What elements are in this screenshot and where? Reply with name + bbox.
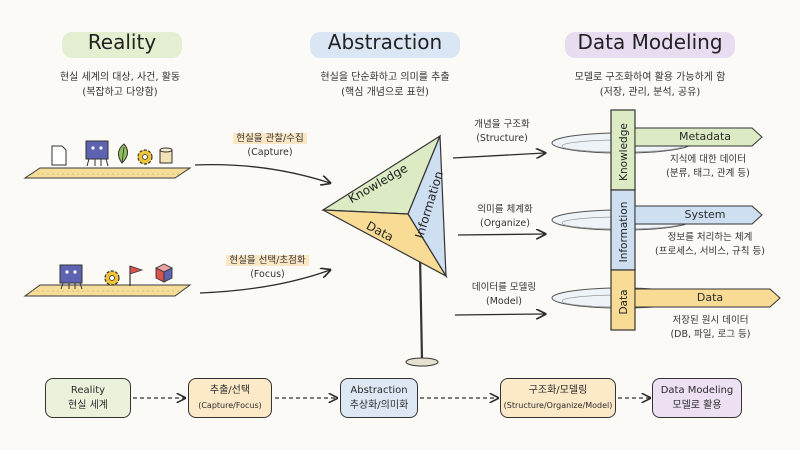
leaf-icon (118, 143, 128, 164)
abstraction-desc-line1: 현실을 단순화하고 의미를 추출 (320, 72, 450, 83)
flow-box-reality-title: Reality (70, 385, 106, 396)
data-desc: 저장된 원시 데이터 (DB, 파일, 로그 등) (648, 314, 773, 342)
capture-label: 현실을 관찰/수집 (Capture) (215, 132, 325, 160)
system-banner (634, 205, 763, 225)
focus-arrow (199, 270, 330, 294)
flow-box-modeling: Data Modeling 모델로 활용 (652, 378, 742, 418)
model-arrow (454, 314, 545, 315)
creature-icon-lower (59, 264, 83, 290)
reality-shelf-lower (23, 284, 192, 297)
flow-box-capture-sub: (Capture/Focus) (198, 401, 262, 410)
modeling-title-text: Data Modeling (577, 30, 723, 54)
abstraction-desc: 현실을 단순화하고 의미를 추출 (핵심 개념으로 표현) (275, 70, 495, 100)
cube-icon (154, 263, 174, 283)
creature-icon (85, 140, 109, 167)
abstraction-title-text: Abstraction (327, 30, 443, 54)
flow-box-abstraction: Abstraction 추상화/의미화 (340, 378, 418, 418)
metadata-desc: 지식에 대한 데이터 (분류, 태그, 관계 등) (648, 153, 768, 181)
abstraction-triangle (321, 134, 448, 367)
structure-label: 개념을 구조화 (Structure) (462, 118, 542, 146)
abstraction-desc-line2: (핵심 개념으로 표현) (341, 87, 429, 98)
system-desc-line1: 정보를 처리하는 체계 (667, 232, 753, 243)
flow-box-capture: 추출/선택 (Capture/Focus) (188, 378, 272, 418)
reality-desc: 현실 세계의 대상, 사건, 활동 (복잡하고 다양함) (20, 70, 220, 100)
reality-title: Reality (62, 30, 182, 58)
flow-box-modeling-sub: 모델로 활용 (672, 400, 722, 411)
data-title: Data (696, 291, 724, 304)
data-banner (634, 288, 781, 308)
modeling-desc-line1: 모델로 구조화하여 활용 가능하게 함 (574, 72, 726, 83)
flow-box-abstraction-title: Abstraction (350, 385, 408, 396)
model-label: 데이터를 모델링 (Model) (462, 281, 546, 309)
reality-desc-line2: (복잡하고 다양함) (82, 87, 158, 98)
organize-label-ko: 의미를 체계화 (477, 204, 533, 215)
capture-arrow (194, 164, 330, 183)
pillar-knowledge-label: Knowledge (618, 123, 630, 181)
pillar-data-label: Data (618, 289, 630, 314)
structure-label-en: (Structure) (476, 133, 528, 144)
flow-box-structure-title: 구조화/모델링 (528, 385, 588, 396)
organize-arrow (457, 234, 545, 235)
metadata-title: Metadata (678, 130, 732, 143)
flow-box-structure-sub: (Structure/Organize/Model) (503, 401, 613, 410)
modeling-pillar (610, 109, 636, 331)
document-icon (51, 145, 67, 166)
flow-box-abstraction-sub: 추상화/의미화 (349, 400, 409, 411)
modeling-title: Data Modeling (565, 30, 735, 58)
flow-box-capture-title: 추출/선택 (209, 385, 251, 396)
flow-box-reality: Reality 현실 세계 (45, 378, 131, 418)
organize-label: 의미를 체계화 (Organize) (465, 203, 545, 231)
organize-label-en: (Organize) (480, 218, 530, 229)
metadata-desc-line1: 지식에 대한 데이터 (670, 154, 746, 165)
focus-label: 현실을 선택/초점화 (Focus) (210, 254, 325, 282)
system-desc-line2: (프로세스, 서비스, 규칙 등) (655, 246, 765, 257)
reality-title-text: Reality (87, 30, 157, 54)
data-desc-line2: (DB, 파일, 로그 등) (670, 329, 751, 340)
data-desc-line1: 저장된 원시 데이터 (672, 315, 749, 326)
modeling-desc: 모델로 구조화하여 활용 가능하게 함 (저장, 관리, 분석, 공유) (540, 70, 760, 100)
system-desc: 정보를 처리하는 체계 (프로세스, 서비스, 규칙 등) (640, 231, 780, 259)
capture-label-ko: 현실을 관찰/수집 (233, 133, 307, 144)
abstraction-title: Abstraction (310, 30, 460, 58)
model-label-ko: 데이터를 모델링 (471, 282, 537, 293)
gear-icon-lower (104, 270, 120, 286)
focus-label-en: (Focus) (250, 269, 285, 280)
capture-label-en: (Capture) (247, 147, 293, 158)
reality-shelf-upper (23, 167, 192, 179)
metadata-desc-line2: (분류, 태그, 관계 등) (666, 168, 750, 179)
structure-label-ko: 개념을 구조화 (474, 119, 530, 130)
model-label-en: (Model) (486, 296, 522, 307)
pillar-information-label: Information (618, 202, 630, 263)
flow-box-modeling-title: Data Modeling (660, 385, 734, 396)
reality-desc-line1: 현실 세계의 대상, 사건, 활동 (59, 72, 181, 83)
flag-icon (129, 265, 144, 286)
gear-icon (137, 149, 153, 165)
modeling-desc-line2: (저장, 관리, 분석, 공유) (599, 87, 701, 98)
focus-label-ko: 현실을 선택/초점화 (226, 255, 309, 266)
flow-box-reality-sub: 현실 세계 (68, 400, 108, 411)
metadata-banner (634, 127, 763, 147)
structure-arrow (452, 153, 545, 158)
system-title: System (684, 208, 726, 221)
cylinder-icon (159, 147, 173, 164)
flow-box-structure: 구조화/모델링 (Structure/Organize/Model) (500, 378, 616, 418)
